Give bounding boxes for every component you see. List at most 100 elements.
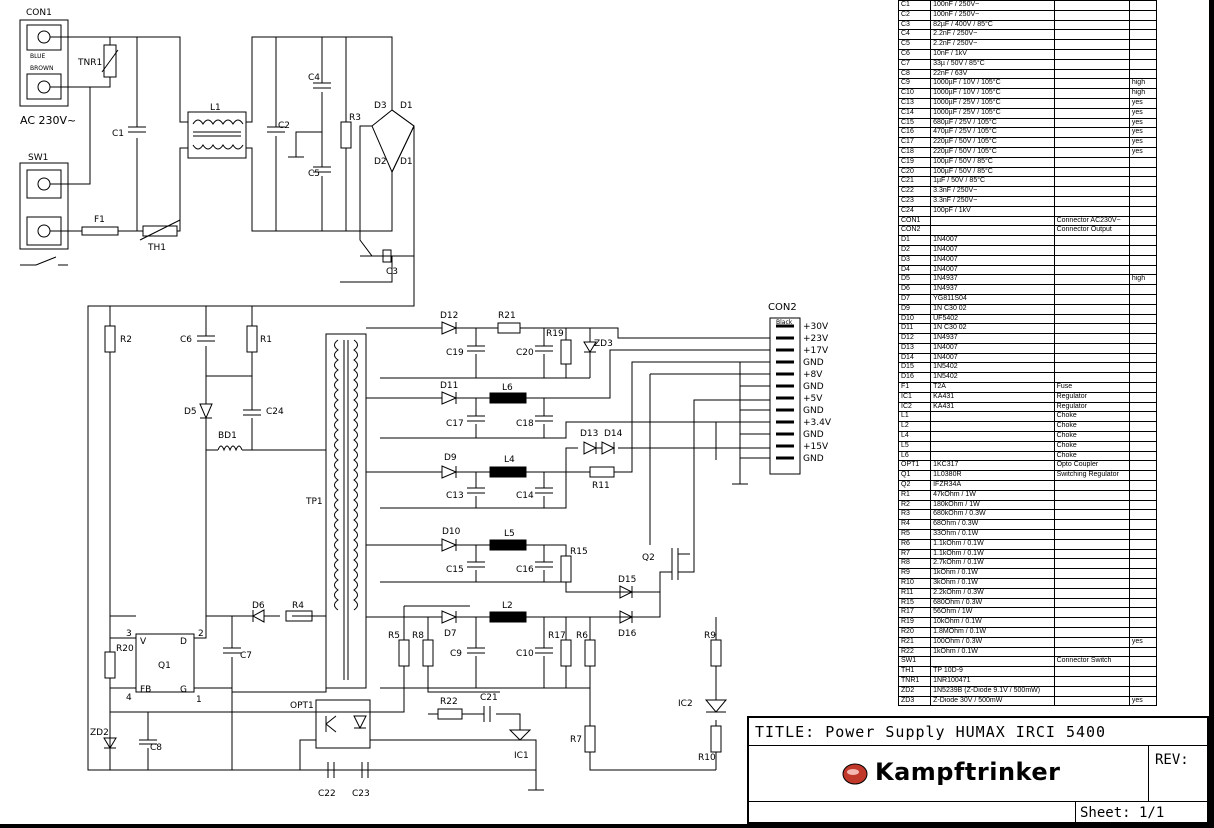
bom-value: 1000µF / 10V / 105°C <box>930 88 1055 99</box>
bom-value: 1kOhm / 0.1W <box>930 646 1055 658</box>
brand-name: Kampftrinker <box>875 758 1061 786</box>
bom-value <box>930 450 1055 462</box>
bom-description <box>1053 166 1130 178</box>
bom-note: yes <box>1128 636 1158 648</box>
ac-voltage-label: AC 230V~ <box>20 114 76 127</box>
bom-description <box>1053 509 1130 521</box>
bom-description <box>1053 636 1130 648</box>
q1-pin-3: 3 <box>126 629 132 639</box>
bom-value: 1N4007 <box>930 342 1055 354</box>
bom-ref: C10 <box>897 88 932 99</box>
bom-ref: D14 <box>897 352 932 364</box>
bom-description <box>1053 597 1130 609</box>
bom-ref: C7 <box>897 58 932 70</box>
bom-value: 100µF / 50V / 85°C <box>930 166 1055 178</box>
bom-description: Choke <box>1053 450 1130 462</box>
bom-ref: C21 <box>897 176 932 188</box>
bom-value <box>930 431 1055 442</box>
r3-label: R3 <box>349 113 361 123</box>
bom-value: Z-Diode 30V / 500mW <box>930 695 1055 707</box>
bom-ref: R5 <box>897 529 932 540</box>
bom-description: Choke <box>1053 421 1130 433</box>
bom-ref: D4 <box>897 264 932 276</box>
bom-ref: C17 <box>897 137 932 148</box>
con1-wire-brown: BROWN <box>30 65 53 72</box>
bom-row: L6 Choke <box>897 450 1158 462</box>
bom-note <box>1128 186 1158 197</box>
bom-value <box>930 411 1055 423</box>
con2-pin-label: GND <box>803 430 824 440</box>
bom-description: Choke <box>1053 431 1130 442</box>
bom-description <box>1053 519 1130 531</box>
bom-note <box>1128 0 1158 11</box>
bom-note <box>1128 19 1158 31</box>
bom-value: 22nF / 63V <box>930 68 1055 80</box>
bom-ref: C24 <box>897 205 932 217</box>
brand-box: Kampftrinker <box>749 746 1149 802</box>
bom-ref: C4 <box>897 29 932 41</box>
bom-note <box>1128 303 1158 315</box>
bom-note <box>1128 235 1158 246</box>
bom-description <box>1053 137 1130 148</box>
bom-ref: ZD3 <box>897 695 932 707</box>
bom-ref: C19 <box>897 156 932 168</box>
bom-ref: R2 <box>897 499 932 511</box>
bom-value: 2.2kOhm / 0.3W <box>930 587 1055 599</box>
bom-description <box>1053 372 1130 384</box>
bom-ref: L6 <box>897 450 932 462</box>
bom-ref: D9 <box>897 303 932 315</box>
q1-pin-4: 4 <box>126 693 132 703</box>
bom-ref: R15 <box>897 597 932 609</box>
c14-label: C14 <box>516 491 534 501</box>
bom-description: Connector Switch <box>1053 656 1130 668</box>
d1a-label: D1 <box>400 101 413 111</box>
bom-ref: D2 <box>897 244 932 256</box>
bom-value: 10nF / 1kV <box>930 48 1055 60</box>
bom-description <box>1053 68 1130 80</box>
bom-value: IFZR34A <box>930 480 1055 491</box>
bom-value: 1N4937 <box>930 284 1055 295</box>
bom-ref: C22 <box>897 186 932 197</box>
bom-ref: R21 <box>897 636 932 648</box>
bom-note <box>1128 519 1158 531</box>
bom-note <box>1128 421 1158 433</box>
d15-label: D15 <box>618 575 636 585</box>
revision-field: REV: <box>1149 746 1211 802</box>
bom-note: yes <box>1128 107 1158 119</box>
d13-label: D13 <box>580 429 598 439</box>
bom-ref: D1 <box>897 235 932 246</box>
bom-description <box>1053 244 1130 256</box>
bom-note <box>1128 391 1158 403</box>
bom-ref: R8 <box>897 558 932 570</box>
bom-description: Choke <box>1053 440 1130 452</box>
zd3-label: ZD3 <box>594 339 613 349</box>
bom-description <box>1053 205 1130 217</box>
bom-ref: OPT1 <box>897 460 932 472</box>
c18-label: C18 <box>516 419 534 429</box>
bom-value: 33Ohm / 0.1W <box>930 529 1055 540</box>
bom-value: 1.1kOhm / 0.1W <box>930 538 1055 550</box>
con2-label: CON2 <box>768 302 797 313</box>
bom-note <box>1128 176 1158 188</box>
